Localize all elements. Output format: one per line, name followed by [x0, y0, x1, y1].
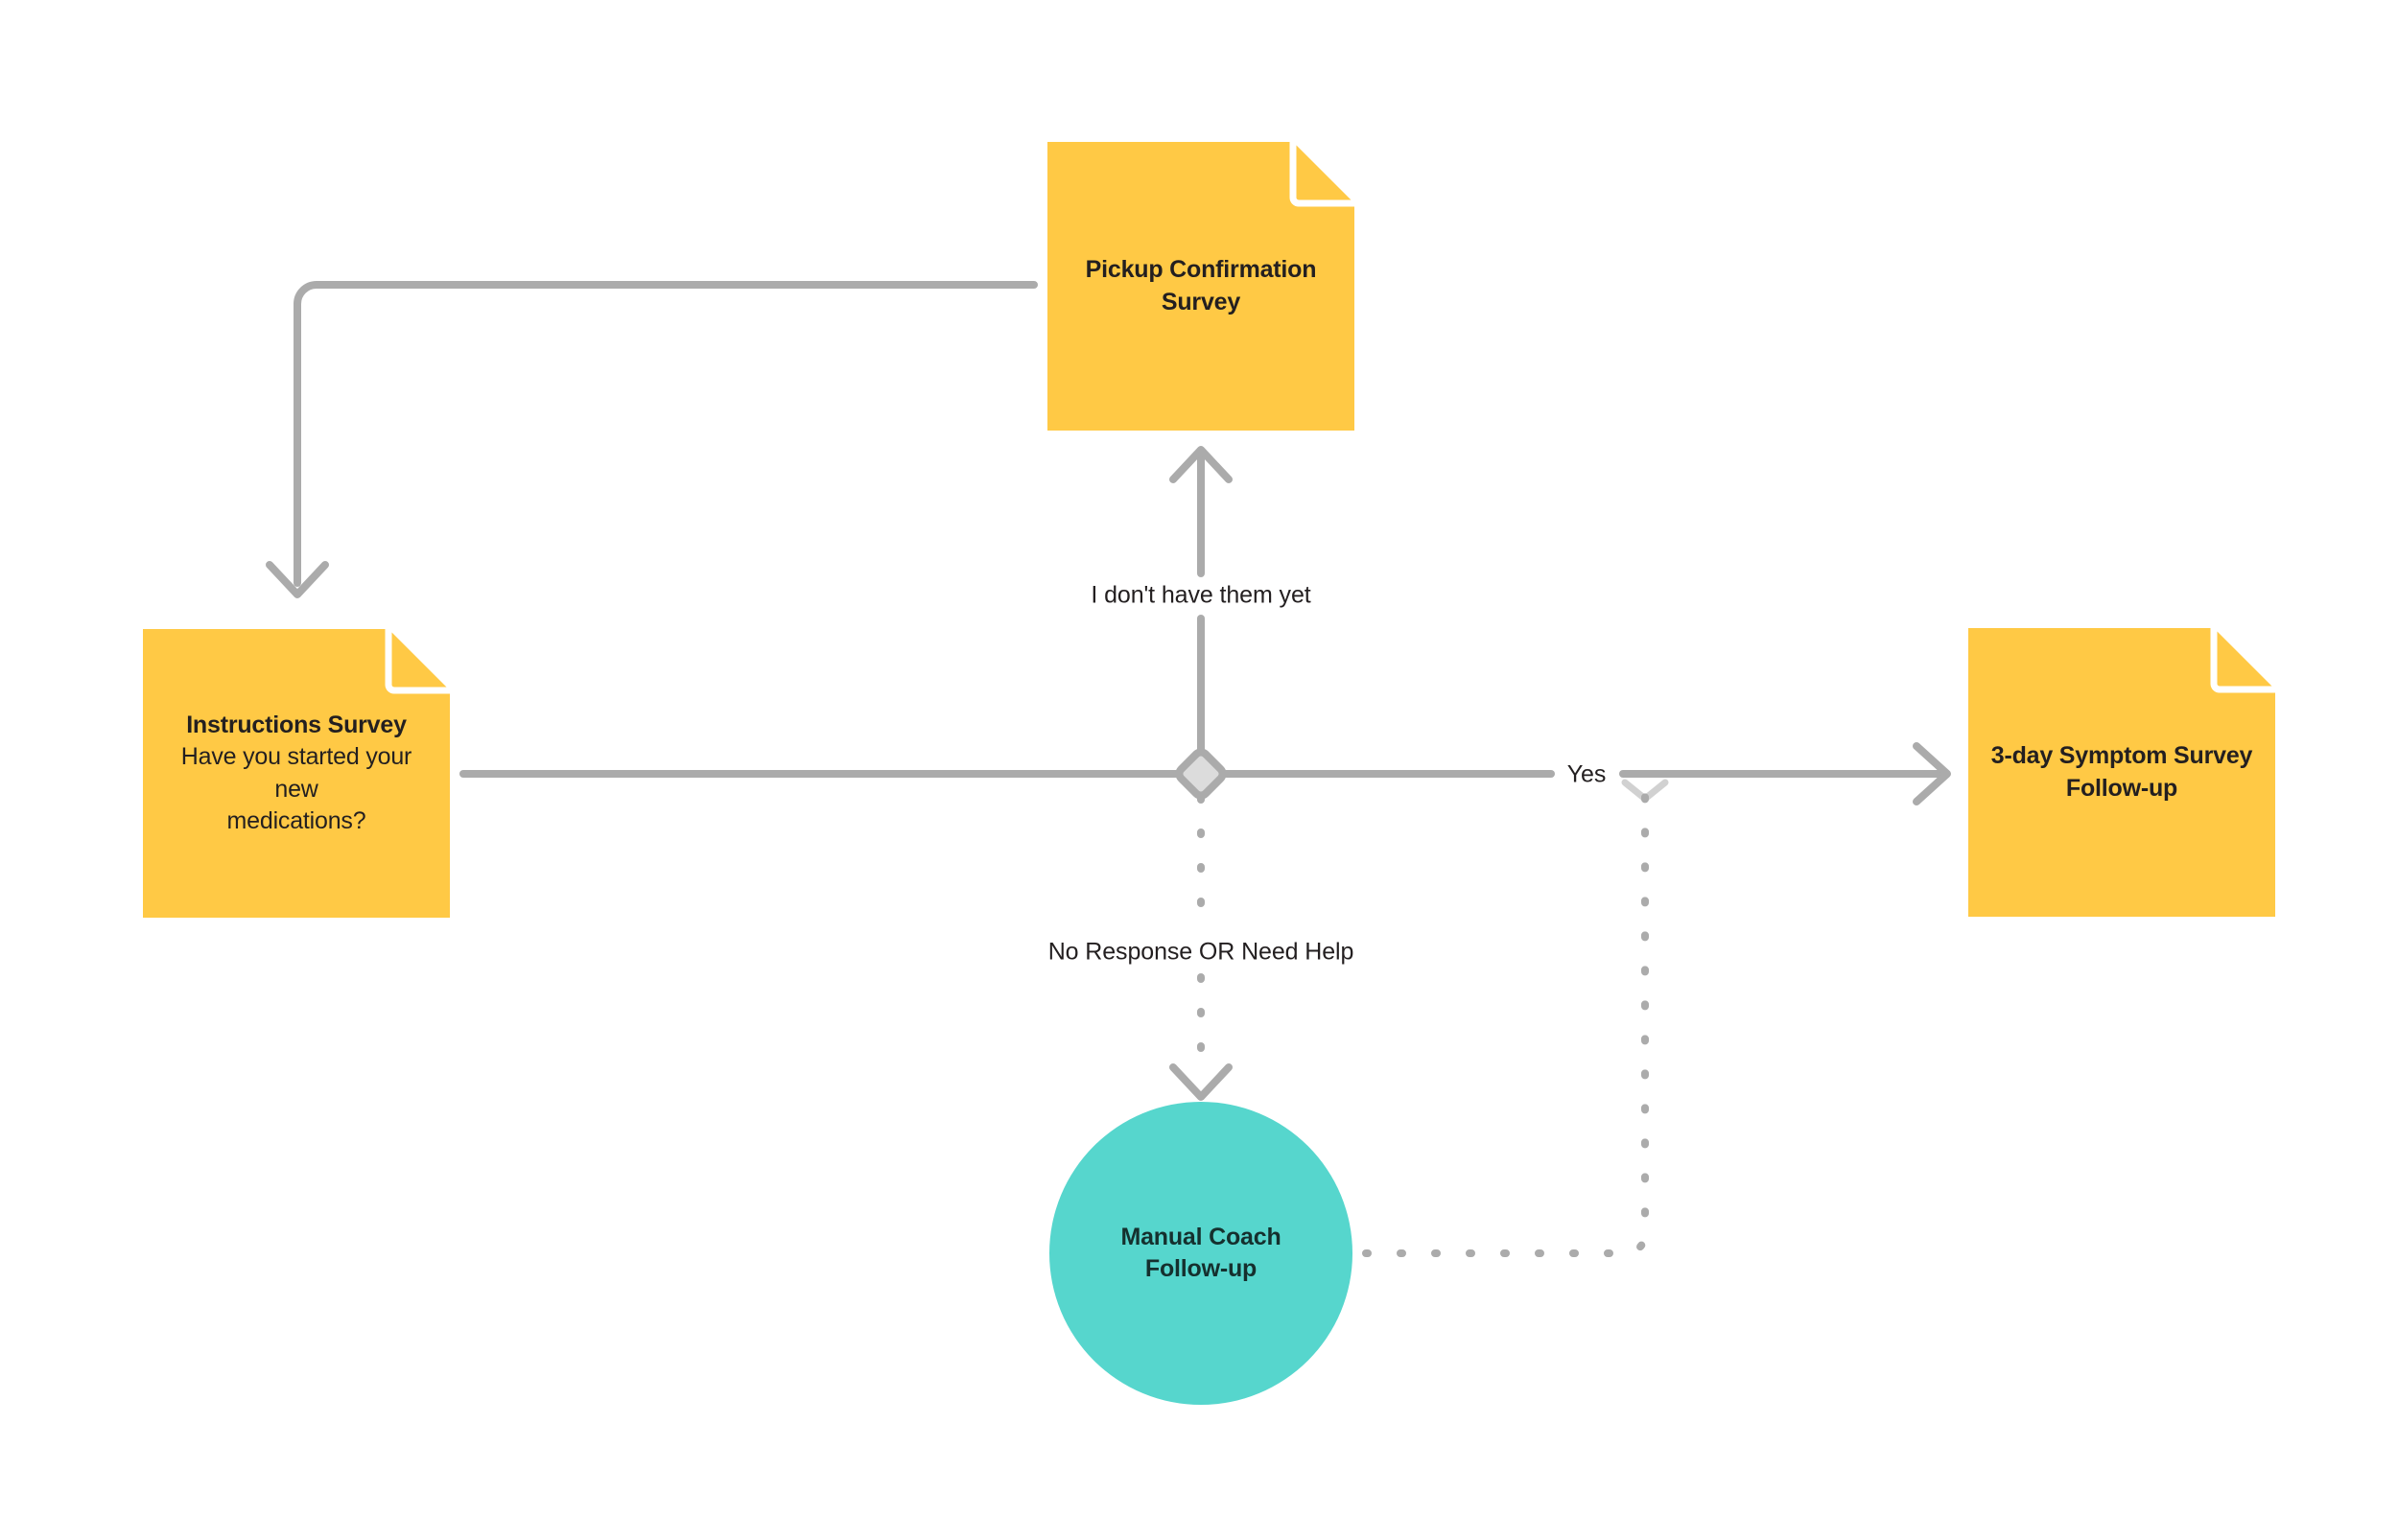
node-label: 3-day Symptom Survey Follow-up — [1985, 740, 2259, 805]
edge-decision-to-manual-coach — [1169, 794, 1233, 1101]
edge-manual-coach-to-yes-path — [1362, 779, 1669, 1257]
edge-label-no-response-or-need-help: No Response OR Need Help — [1039, 936, 1363, 968]
document-shape-icon — [143, 629, 450, 918]
node-label: Manual Coach Follow-up — [1120, 1222, 1281, 1286]
node-label: Pickup Confirmation Survey — [1064, 254, 1338, 318]
decision-diamond[interactable] — [1175, 748, 1227, 800]
node-title: 3-day Symptom Survey — [1990, 742, 2253, 769]
edge-label-i-dont-have-them-yet: I don't have them yet — [1082, 579, 1320, 612]
node-subtitle: Have you started your new — [180, 743, 412, 803]
document-shape-icon — [1968, 628, 2275, 917]
node-title: Instructions Survey — [186, 711, 407, 738]
node-instructions-survey[interactable]: Instructions Survey Have you started you… — [137, 623, 456, 923]
node-subtitle: Follow-up — [1144, 1255, 1258, 1282]
node-body: medications? — [226, 807, 366, 834]
edge-decision-to-pickup — [1169, 446, 1233, 754]
node-label: Instructions Survey Have you started you… — [159, 710, 434, 838]
edge-decision-to-symptom-survey — [1221, 742, 1951, 805]
node-title: Manual Coach — [1120, 1223, 1281, 1250]
node-subtitle: Survey — [1161, 288, 1241, 315]
node-title: Pickup Confirmation — [1085, 256, 1317, 283]
node-pickup-confirmation-survey[interactable]: Pickup Confirmation Survey — [1042, 136, 1360, 436]
document-shape-icon — [1047, 142, 1354, 431]
node-manual-coach-follow-up[interactable]: Manual Coach Follow-up — [1049, 1102, 1352, 1405]
node-three-day-symptom-survey-follow-up[interactable]: 3-day Symptom Survey Follow-up — [1963, 622, 2281, 922]
node-subtitle: Follow-up — [2065, 774, 2178, 802]
edge-label-yes: Yes — [1558, 758, 1615, 791]
edge-pickup-to-instructions — [266, 281, 1038, 598]
